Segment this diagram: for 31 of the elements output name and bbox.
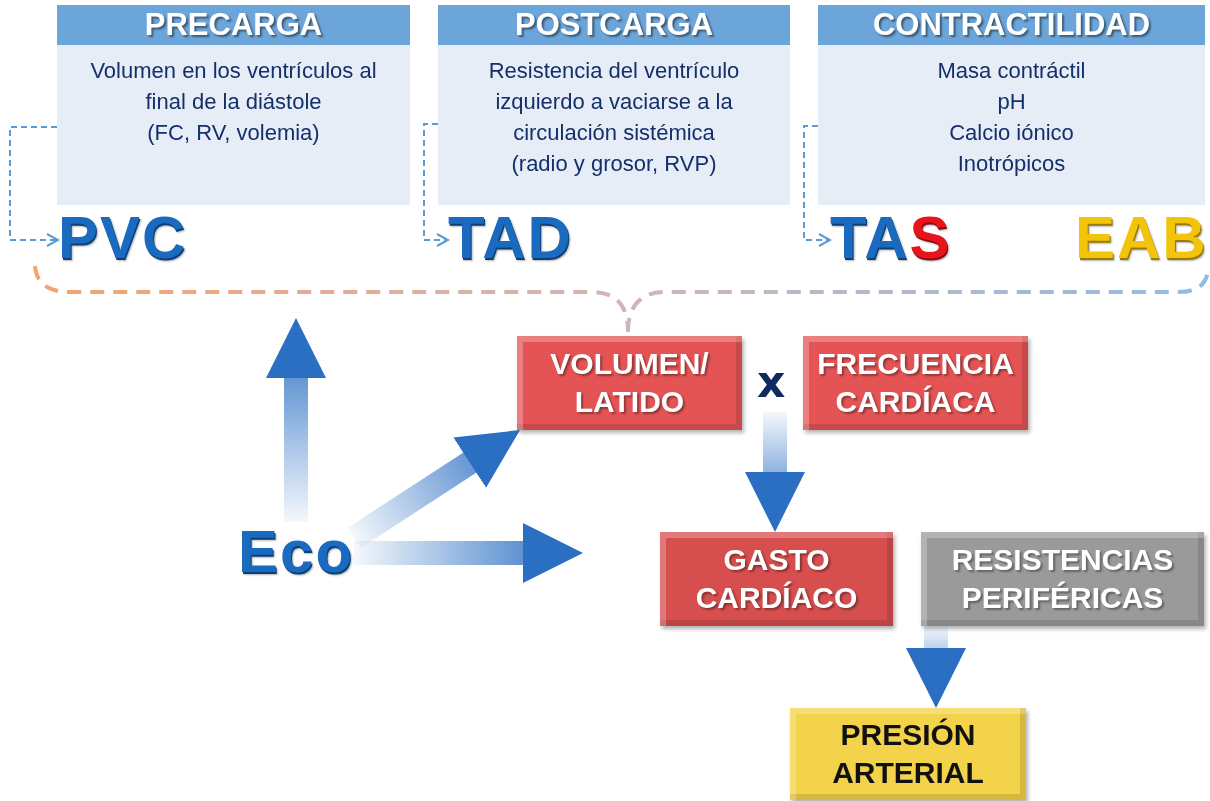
card-text: Calcio iónico [948, 119, 1075, 147]
process-box: GASTO CARDÍACO [660, 532, 893, 626]
card-header: CONTRACTILIDAD [818, 5, 1205, 45]
multiply-sign: x [757, 356, 786, 407]
card-text: Resistencia del ventrículo izquierdo a vaciarse a la circulación sistémica [487, 57, 741, 147]
process-box: VOLUMEN/ LATIDO [517, 336, 742, 430]
arrow [354, 523, 583, 583]
info-card [57, 5, 410, 205]
process-box: PRESIÓN ARTERIAL [790, 708, 1026, 800]
card-text: (radio y grosor, RVP) [510, 150, 718, 178]
card-text: pH [996, 88, 1027, 116]
acronym-text: PVC [58, 208, 188, 268]
info-card [438, 5, 790, 205]
acronym-text: TAD [448, 208, 573, 268]
arrow [9, 126, 59, 247]
process-box: FRECUENCIA CARDÍACA [803, 336, 1028, 430]
eco-text: Eco [238, 522, 355, 582]
card-text: Masa contráctil [936, 57, 1087, 85]
acronym-text: TAS [830, 208, 952, 268]
info-card [818, 5, 1205, 205]
card-header: PRECARGA [57, 5, 410, 45]
arrow [423, 123, 449, 247]
card-text: Volumen en los ventrículos al final de la diástole [89, 57, 378, 116]
card-text: Inotrópicos [956, 150, 1067, 178]
acronym-text: EAB [1075, 208, 1208, 268]
process-box: RESISTENCIAS PERIFÉRICAS [921, 532, 1204, 626]
card-text: (FC, RV, volemia) [146, 119, 321, 147]
arrow [266, 318, 326, 522]
arrow [906, 626, 966, 708]
arrow [803, 125, 831, 247]
card-header: POSTCARGA [438, 5, 790, 45]
